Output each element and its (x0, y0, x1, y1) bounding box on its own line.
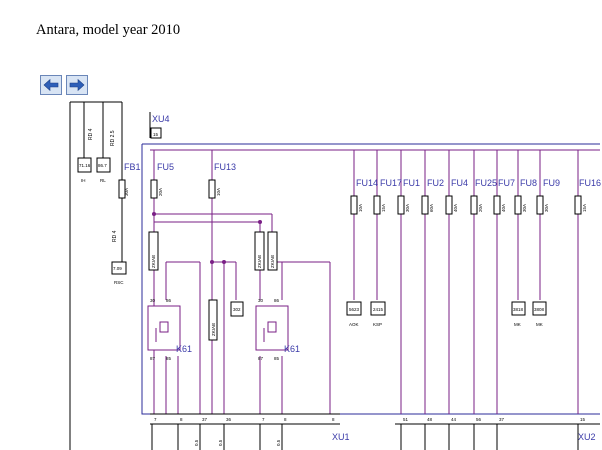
fuse-rating: 10A (358, 204, 363, 212)
connector-pin: 8 (284, 417, 287, 422)
load-code: 3818 (513, 307, 524, 312)
connector-pin: 15 (153, 132, 159, 137)
fuse-rating: 30A (124, 188, 129, 196)
diode-label: ZKIAB (211, 323, 216, 336)
connector-pin: 37 (202, 417, 208, 422)
component-name: RSC (114, 280, 124, 285)
relay-pin: 85 (274, 356, 280, 361)
fuse-label: FU1 (403, 178, 420, 188)
arrow-right-icon (69, 78, 85, 92)
fuse-rating: 60A (429, 204, 434, 212)
load-code: 3808 (534, 307, 545, 312)
connector-pin: 7 (154, 417, 157, 422)
relay-pin: 86 (166, 298, 172, 303)
load-name: KSP (373, 322, 382, 327)
connector-pin: 44 (451, 417, 457, 422)
connector-pin: 7 (262, 417, 265, 422)
fuse-rating: 15A (381, 204, 386, 212)
page-title: Antara, model year 2010 (36, 22, 181, 38)
fuse-label: FU17 (380, 178, 402, 188)
connector-pin: 48 (427, 417, 433, 422)
relay-pin: 87 (258, 356, 264, 361)
back-button[interactable] (40, 75, 62, 95)
fuse-label: FU9 (543, 178, 560, 188)
component-name: IH (81, 178, 86, 183)
wire-label: 0.5 (276, 439, 281, 446)
load-name: AOK (349, 322, 359, 327)
wire-label: RD 4 (112, 230, 118, 242)
connector-pin: 8 (332, 417, 335, 422)
block-label: 302 (233, 307, 241, 312)
wire-label: RD 4 (88, 128, 94, 140)
connector-pin: 37 (499, 417, 505, 422)
connector-pin: 8 (180, 417, 183, 422)
relay-pin: 86 (274, 298, 280, 303)
fuse-label: FU5 (157, 162, 174, 172)
load-code: 2415 (373, 307, 384, 312)
fuse-rating: 30A (405, 204, 410, 212)
fuse-label: FU16 (579, 178, 601, 188)
wire-label: RD 2.5 (110, 130, 116, 146)
forward-button[interactable] (66, 75, 88, 95)
relay-pin: 30 (258, 298, 264, 303)
relay-pin: 30 (150, 298, 156, 303)
fuse-rating: 30A (544, 204, 549, 212)
wire-label: 0.5 (218, 439, 223, 446)
relay-pin: 85 (166, 356, 172, 361)
fuse-label: FU25 (475, 178, 497, 188)
relay-label: K61 (284, 344, 300, 354)
fuse-rating: 20A (158, 188, 163, 196)
diode-label: ZKIAB (270, 255, 275, 268)
relay-label: K61 (176, 344, 192, 354)
load-name: MK (536, 322, 543, 327)
fuse-rating: 30A (522, 204, 527, 212)
connector-pin: 56 (476, 417, 482, 422)
fuse-label: FU2 (427, 178, 444, 188)
load-name: MK (514, 322, 521, 327)
arrow-left-icon (43, 78, 59, 92)
diode-label: ZKIAB (257, 255, 262, 268)
connector-pin: 51 (403, 417, 409, 422)
diode-label: ZKIAB (151, 255, 156, 268)
component-code: 86.7 (98, 163, 107, 168)
fuse-label: FU13 (214, 162, 236, 172)
connector-label: XU1 (332, 432, 350, 442)
connector-pin: 15 (580, 417, 586, 422)
connector-label: XU4 (152, 114, 170, 124)
wire-label: 0.5 (194, 439, 199, 446)
fuse-rating: 10A (216, 188, 221, 196)
fuse-label: FU7 (498, 178, 515, 188)
fuse-rating: 15A (582, 204, 587, 212)
fuse-label: FB1 (124, 162, 141, 172)
fuse-rating: 40A (501, 204, 506, 212)
connector-pin: 36 (226, 417, 232, 422)
fuse-label: FU8 (520, 178, 537, 188)
fuse-rating: 20A (478, 204, 483, 212)
component-name: RL (100, 178, 106, 183)
relay-pin: 87 (150, 356, 156, 361)
load-code: 5623 (349, 307, 360, 312)
fuse-label: FU4 (451, 178, 468, 188)
component-code: 71.16 (79, 163, 91, 168)
fuse-label: FU14 (356, 178, 378, 188)
fuse-rating: 40A (453, 204, 458, 212)
connector-label: XU2 (578, 432, 596, 442)
component-code: 7.09 (113, 266, 122, 271)
